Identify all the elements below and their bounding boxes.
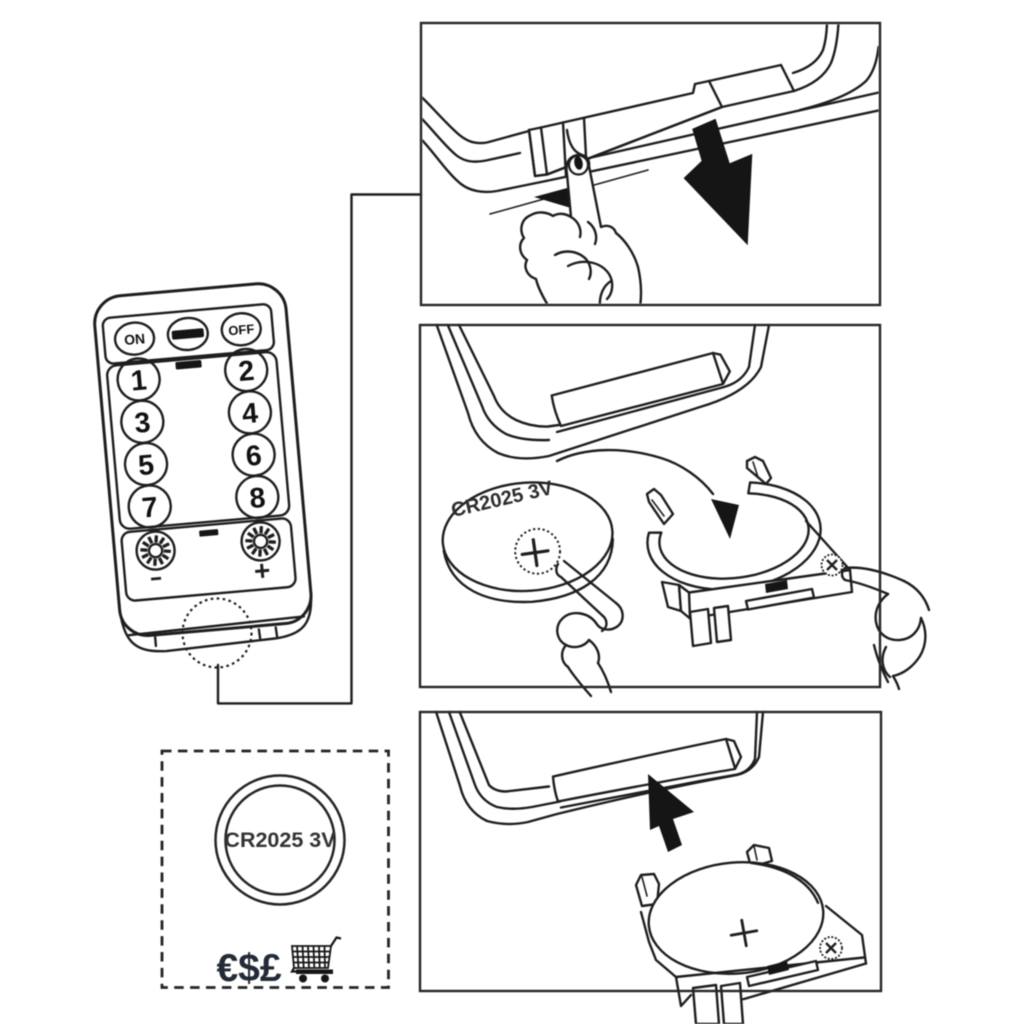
svg-text:1: 1 (129, 364, 148, 397)
svg-text:6: 6 (244, 440, 263, 473)
svg-text:2: 2 (237, 355, 256, 388)
svg-text:OFF: OFF (228, 321, 255, 338)
svg-text:4: 4 (241, 397, 260, 430)
svg-text:€$£: €$£ (216, 947, 281, 990)
svg-text:8: 8 (248, 482, 267, 515)
svg-text:7: 7 (141, 491, 160, 524)
svg-text:3: 3 (133, 407, 152, 440)
svg-text:ON: ON (123, 330, 145, 348)
svg-text:CR2025 3V: CR2025 3V (224, 828, 336, 852)
svg-text:5: 5 (137, 449, 156, 482)
